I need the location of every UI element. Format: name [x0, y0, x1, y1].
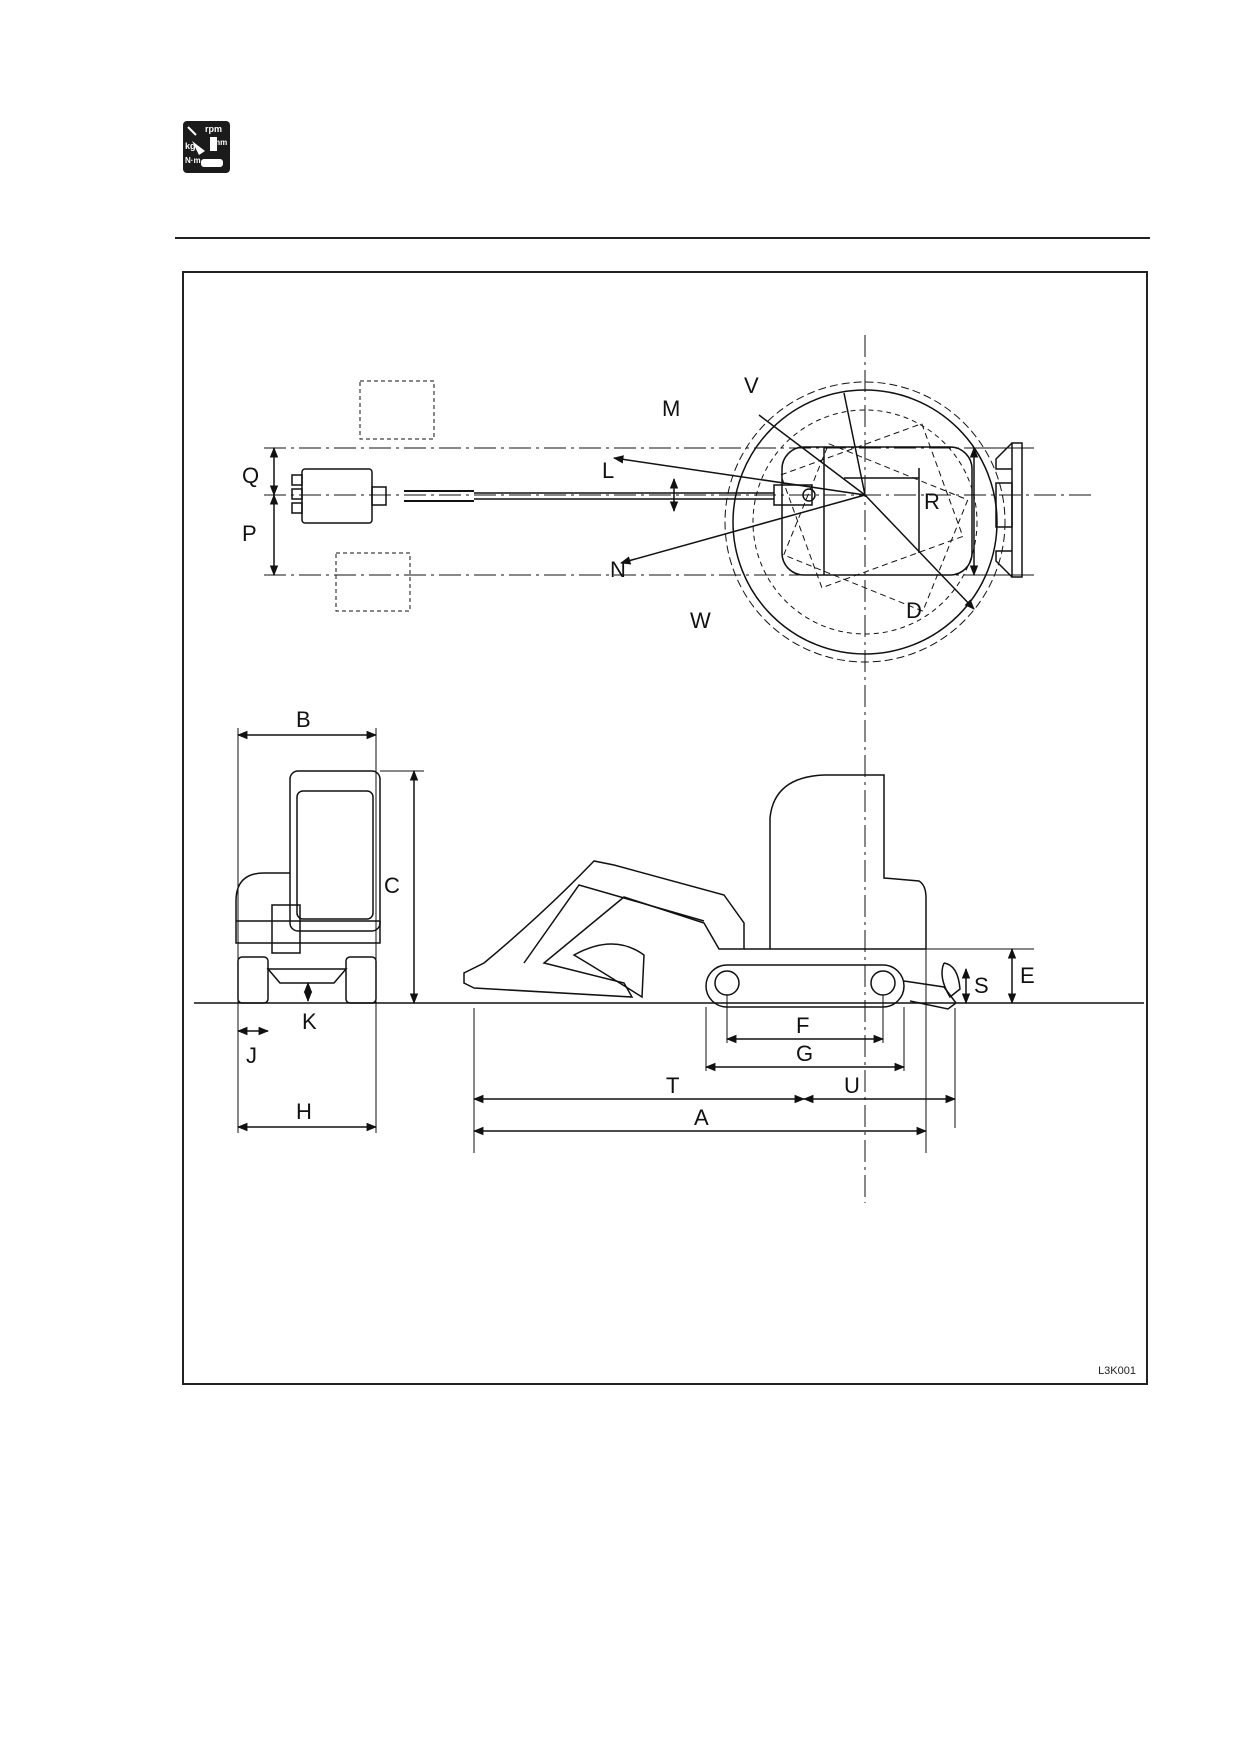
label-g: G — [796, 1041, 813, 1066]
svg-text:N·m: N·m — [185, 156, 201, 165]
top-view — [264, 335, 1094, 1203]
label-w: W — [690, 608, 711, 633]
svg-text:mm: mm — [213, 138, 227, 147]
figure-code: L3K001 — [1098, 1365, 1136, 1377]
label-t: T — [666, 1073, 679, 1098]
label-b: B — [296, 707, 311, 732]
label-v: V — [744, 373, 759, 398]
label-a: A — [694, 1105, 709, 1130]
label-d: D — [906, 598, 922, 623]
excavator-dimension-drawing: R D V M L N W Q P B C K J H T U A F G E … — [194, 335, 1144, 1203]
label-q: Q — [242, 463, 259, 488]
label-f: F — [796, 1013, 809, 1038]
side-view — [463, 774, 1034, 1153]
label-h: H — [296, 1099, 312, 1124]
dimension-figure: R D V M L N W Q P B C K J H T U A F G E … — [182, 271, 1148, 1385]
svg-text:kg: kg — [185, 141, 196, 151]
label-u: U — [844, 1073, 860, 1098]
label-c: C — [384, 873, 400, 898]
label-l: L — [602, 458, 614, 483]
label-p: P — [242, 521, 257, 546]
label-k: K — [302, 1009, 317, 1034]
label-s: S — [974, 973, 989, 998]
dimension-labels: R D V M L N W Q P B C K J H T U A F G E … — [242, 373, 1035, 1130]
label-m: M — [662, 396, 680, 421]
svg-text:rpm: rpm — [205, 124, 222, 134]
specifications-units-icon: rpm mm kg N·m — [183, 121, 230, 173]
front-view — [194, 728, 1144, 1133]
label-e: E — [1020, 963, 1035, 988]
label-n: N — [610, 557, 626, 582]
label-r: R — [924, 489, 940, 514]
header-divider — [175, 237, 1150, 239]
label-j: J — [246, 1043, 257, 1068]
